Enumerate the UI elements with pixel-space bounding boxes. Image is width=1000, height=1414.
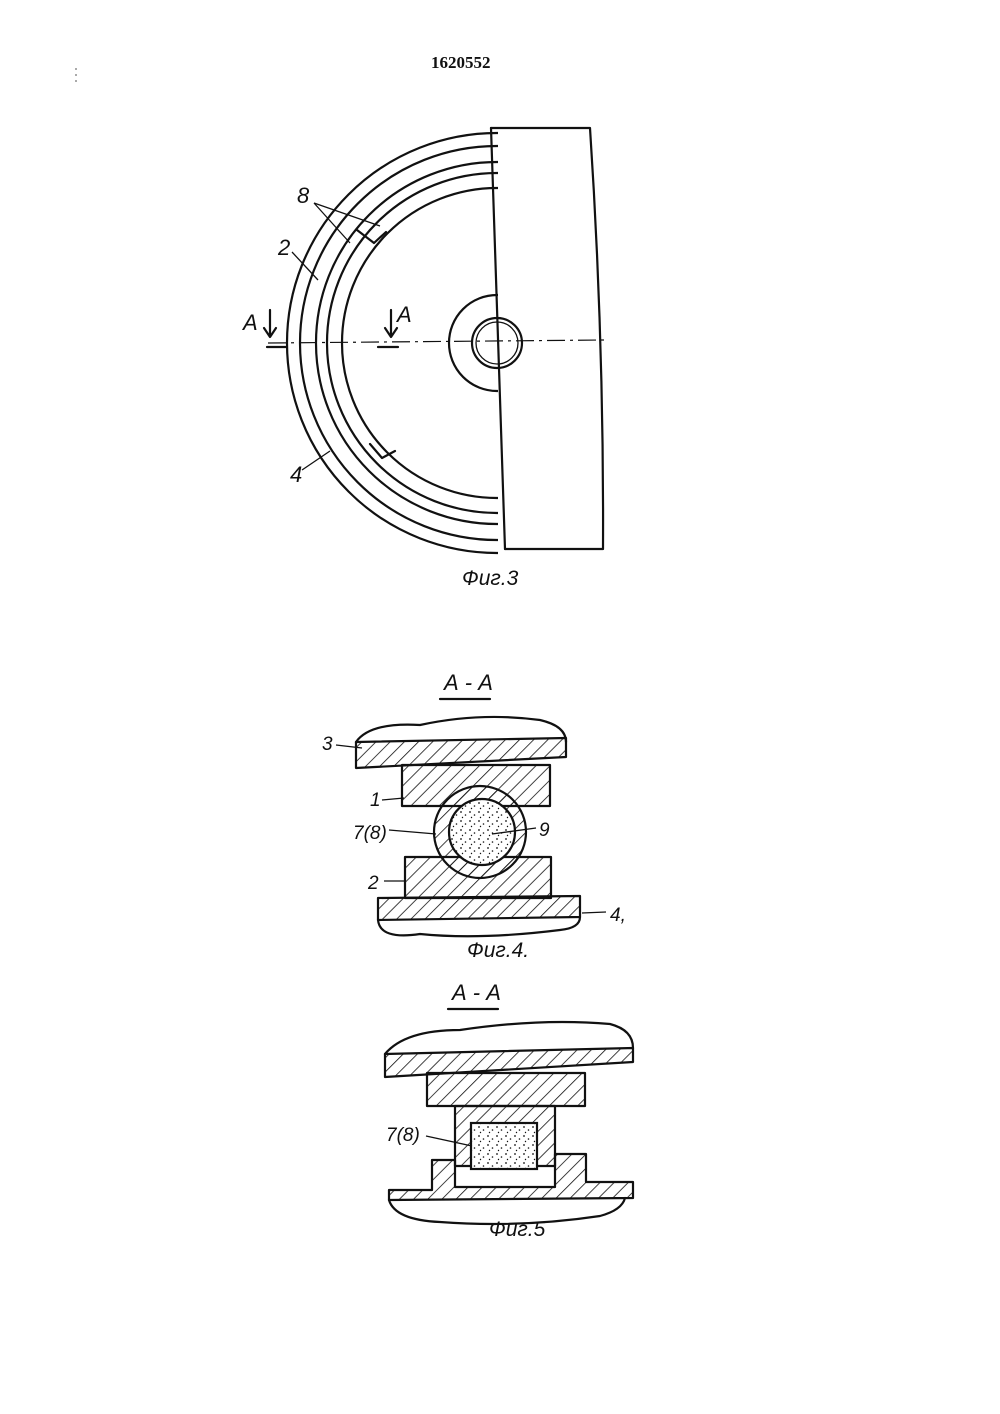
- fig4-bottom-body: [376, 915, 582, 938]
- fig5-top-body: [383, 1020, 635, 1056]
- fig4-label-4: 4,: [610, 905, 626, 926]
- ring-2: [298, 144, 498, 542]
- patent-number: 1620552: [431, 53, 491, 72]
- leader-9: [491, 827, 537, 835]
- ring-3: [314, 160, 498, 526]
- fig4-caption: Фиг.4.: [467, 939, 529, 962]
- leader-3: [335, 744, 363, 749]
- section-arrow-left: [262, 308, 278, 339]
- leader-1: [381, 797, 405, 801]
- fig4-label-3: 3: [322, 734, 333, 755]
- connector-8-upper: [355, 228, 388, 245]
- fig4-section: А - А 3 1 7(8) 9 2 4, Фиг.4.: [322, 670, 626, 962]
- fig3-view: A A 8 2 4 Фиг.3: [241, 126, 606, 590]
- fig4-plate-3: [354, 736, 568, 770]
- leader-2: [291, 251, 319, 281]
- section-label-left: A: [241, 310, 258, 335]
- fig5-section-title: А - А: [450, 980, 501, 1005]
- fig5-top-ring: [425, 1071, 587, 1108]
- label-8: 8: [297, 183, 310, 208]
- fig3-center-axis: [267, 339, 606, 344]
- fig4-top-body: [354, 715, 568, 744]
- section-label-right: A: [395, 302, 412, 327]
- leader-4b: [581, 911, 607, 914]
- fig4-label-1: 1: [370, 790, 381, 811]
- fig5-bottom-body: [387, 1196, 627, 1226]
- fig5-top-plate: [383, 1046, 635, 1079]
- fig5-caption: Фиг.5: [489, 1218, 546, 1241]
- leader-4: [301, 450, 331, 471]
- fig4-filler-9: [447, 797, 517, 867]
- fig5-label-78: 7(8): [386, 1125, 420, 1146]
- fig3-rings: [285, 131, 498, 555]
- ring-4: [325, 171, 498, 515]
- connector-8-lower: [368, 442, 397, 460]
- fig4-label-9: 9: [539, 820, 550, 841]
- label-2: 2: [277, 235, 290, 260]
- fig3-right-block: [489, 126, 605, 551]
- fig5-leader-78: [425, 1135, 473, 1147]
- fig5-filler: [469, 1121, 539, 1171]
- label-4: 4: [290, 462, 302, 487]
- ring-inner: [340, 186, 498, 500]
- fig3-caption: Фиг.3: [462, 567, 519, 590]
- fig4-section-title: А - А: [442, 670, 493, 695]
- fig4-label-78: 7(8): [353, 823, 387, 844]
- ring-outer: [285, 131, 498, 555]
- fig5-section: А - А 7(8) Фиг.5: [383, 980, 635, 1241]
- section-arrow-right: [383, 308, 399, 339]
- fig3-split-line: [489, 126, 507, 551]
- fig4-plate-4: [376, 894, 582, 922]
- leader-8: [313, 202, 381, 244]
- fig4-label-2: 2: [367, 873, 379, 894]
- leader-78: [388, 829, 437, 835]
- fig5-bottom-profile: [387, 1152, 635, 1202]
